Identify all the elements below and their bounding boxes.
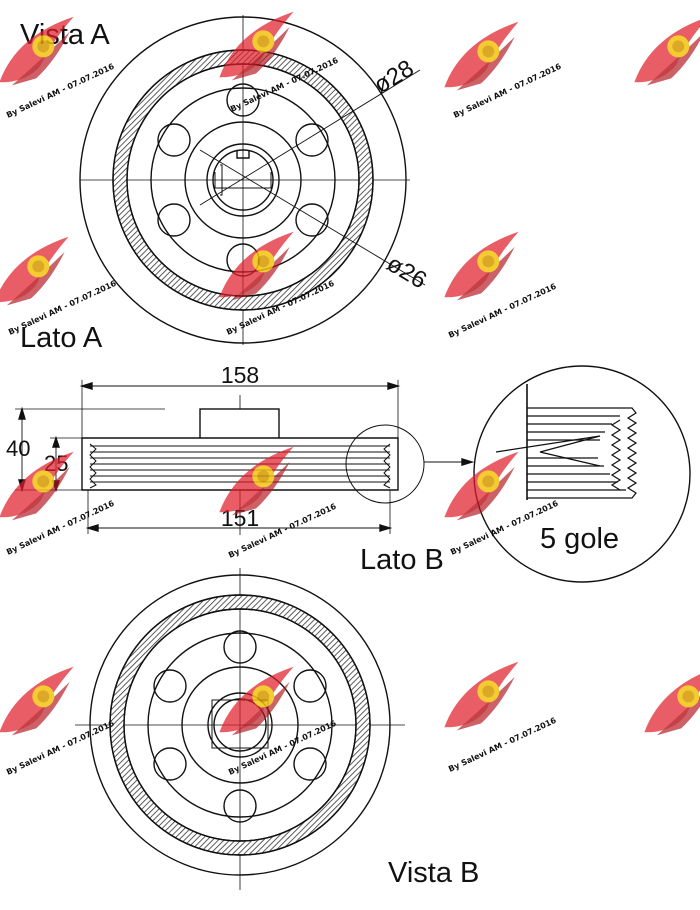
vista-a-bolt-holes	[157, 83, 329, 277]
watermark-logo	[0, 665, 91, 744]
label-lato-a: Lato A	[20, 322, 103, 354]
watermark-logo	[432, 660, 536, 739]
label-grooves: 5 gole	[540, 523, 619, 555]
watermark-logo	[622, 15, 700, 94]
dim-158: 158	[221, 362, 259, 388]
vista-a-outer-circle	[79, 16, 407, 344]
groove-detail-circle	[473, 365, 691, 583]
label-vista-b: Vista B	[388, 857, 479, 889]
detail-marker-circle	[345, 424, 425, 504]
dim-d26: ø26	[382, 250, 431, 294]
watermark-logo	[632, 665, 700, 744]
side-view	[15, 380, 475, 535]
dim-line-d28	[199, 69, 421, 206]
dim-d28: ø28	[369, 55, 418, 99]
watermark-captions: By Salevi AM - 07.07.2016 By Salevi AM -…	[5, 56, 563, 777]
dim-line-d26	[199, 149, 426, 286]
label-lato-b: Lato B	[360, 544, 444, 576]
vista-a-hub	[206, 143, 280, 217]
dim-40: 40	[6, 436, 30, 461]
groove-detail	[473, 365, 691, 583]
watermark-logo	[207, 665, 311, 744]
side-view-boss	[199, 408, 280, 440]
vista-a-view	[79, 15, 426, 345]
vista-b-bolt-holes	[153, 630, 327, 823]
vista-b-outer-circle	[89, 574, 391, 876]
vista-b-hub	[207, 692, 273, 758]
vista-b-view	[75, 568, 405, 890]
side-view-grooves	[89, 443, 391, 489]
